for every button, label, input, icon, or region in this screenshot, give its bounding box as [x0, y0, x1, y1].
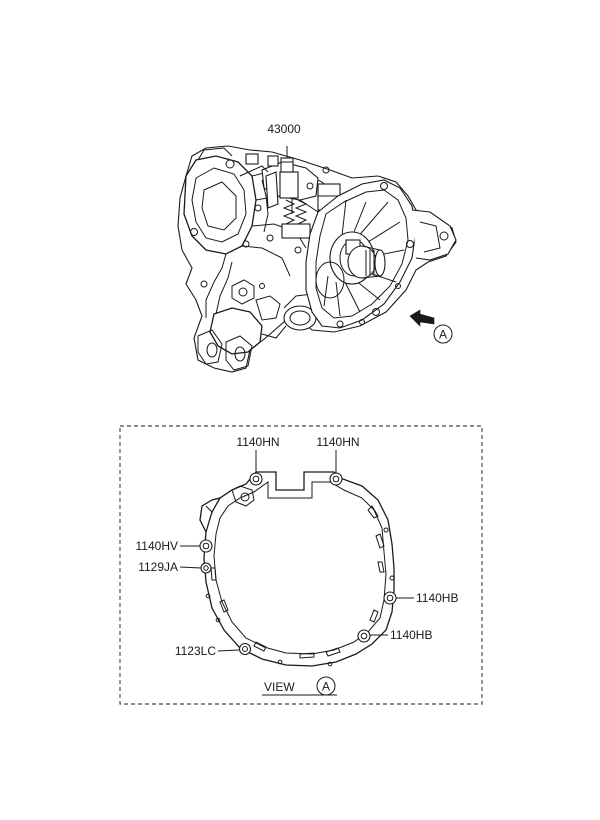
bolt-1140hv	[180, 539, 213, 553]
view-direction-arrow	[409, 309, 435, 327]
transaxle-assembly-illustration	[177, 145, 457, 373]
bolt-1140hn-right	[329, 450, 343, 486]
part-number-1140hb-lower: 1140HB	[390, 628, 432, 642]
part-number-1140hn-left: 1140HN	[236, 435, 279, 449]
view-caption: VIEW A	[262, 676, 337, 696]
view-caption-letter: A	[322, 680, 330, 694]
view-marker-a: A	[433, 324, 453, 344]
bolt-1140hb-upper	[383, 591, 414, 605]
view-a-frame	[119, 425, 483, 705]
bolt-1140hb-lower	[357, 629, 388, 643]
pin-1129ja	[179, 562, 212, 574]
bolt-1123lc	[217, 642, 252, 656]
part-number-1140hv: 1140HV	[136, 539, 178, 553]
part-number-1129ja: 1129JA	[138, 560, 178, 574]
bolt-1140hn-left	[249, 450, 263, 486]
view-caption-prefix: VIEW	[264, 680, 295, 694]
part-number-43000: 43000	[267, 122, 301, 136]
part-number-1140hn-right: 1140HN	[316, 435, 359, 449]
part-number-1140hb-upper: 1140HB	[416, 591, 458, 605]
svg-text:A: A	[439, 328, 447, 342]
part-number-1123lc: 1123LC	[175, 644, 216, 658]
